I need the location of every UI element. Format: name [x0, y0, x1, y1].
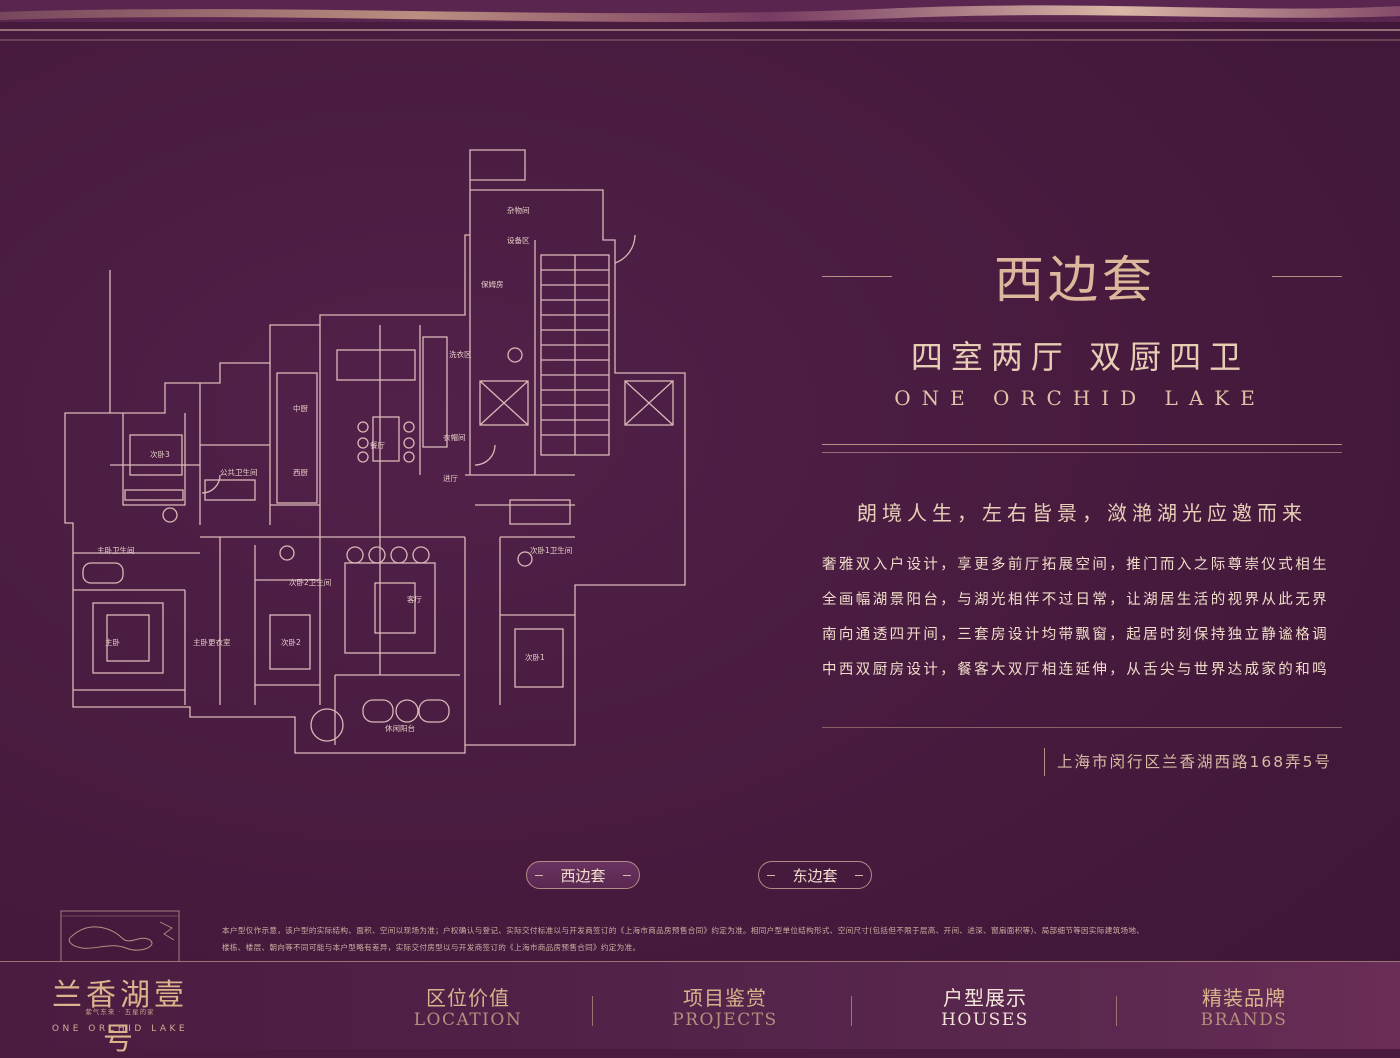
room-label-bedroom1: 次卧1 — [525, 652, 545, 662]
room-label-balcony: 休闲阳台 — [385, 723, 415, 733]
east-unit-button[interactable]: 东边套 — [758, 861, 872, 889]
plan-outline — [64, 149, 686, 754]
top-wave-decoration — [0, 0, 1400, 41]
floor-plan: 杂物间 设备区 保姆房 洗衣区 中厨 餐厅 衣帽间 西厨 进厅 次卧3 公共卫生… — [64, 149, 686, 754]
lake-logo-icon — [60, 910, 180, 964]
nav-location-cn: 区位价值 — [426, 986, 510, 1010]
nav-houses[interactable]: 户型展示 HOUSES — [905, 982, 1065, 1030]
room-label-dining: 餐厅 — [370, 441, 385, 450]
description-line: 全画幅湖景阳台，与湖光相伴不过日常，让湖居生活的视界从此无界 — [822, 592, 1329, 608]
room-label-western-kitchen: 西厨 — [293, 468, 308, 477]
room-label-master-bedroom: 主卧 — [105, 637, 120, 647]
pill-dash — [535, 874, 543, 876]
brand-english: ONE ORCHID LAKE — [894, 386, 1266, 410]
divider-bottom — [822, 727, 1342, 728]
nav-houses-cn: 户型展示 — [943, 986, 1027, 1010]
bottom-line — [0, 961, 1400, 962]
west-unit-button[interactable]: 西边套 — [526, 861, 640, 889]
nav-houses-en: HOUSES — [941, 1010, 1029, 1030]
east-unit-label: 东边套 — [792, 866, 838, 885]
room-label-bedroom3: 次卧3 — [150, 449, 170, 459]
room-label-bedroom1-bath: 次卧1卫生间 — [530, 545, 572, 555]
pill-dash — [622, 874, 631, 876]
unit-description: 奢雅双入户设计，享更多前厅拓展空间，推门而入之际尊崇仪式相生 全画幅湖景阳台，与… — [822, 550, 1342, 690]
description-line: 南向通透四开间，三套房设计均带飘窗，起居时刻保持独立静谧格调 — [822, 627, 1329, 643]
bottom-nav-bar — [0, 961, 1400, 1049]
nav-projects-en: PROJECTS — [672, 1010, 778, 1030]
description-line: 奢雅双入户设计，享更多前厅拓展空间，推门而入之际尊崇仪式相生 — [822, 557, 1329, 573]
west-unit-label: 西边套 — [560, 866, 606, 885]
room-label-master-bath: 主卧卫生间 — [97, 545, 135, 555]
room-label-public-bath: 公共卫生间 — [220, 467, 258, 477]
pill-dash — [854, 874, 863, 876]
room-label-nanny: 保姆房 — [481, 279, 504, 289]
room-label-laundry: 洗衣区 — [449, 349, 472, 359]
room-label-foyer: 进厅 — [443, 474, 458, 483]
disclaimer: 本户型仅作示意，该户型的实际结构、面积、空间以现场为准；户权确认与登记、实际交付… — [222, 922, 1342, 956]
room-label-equipment: 设备区 — [507, 235, 530, 245]
disclaimer-line: 本户型仅作示意，该户型的实际结构、面积、空间以现场为准；户权确认与登记、实际交付… — [222, 926, 1145, 935]
divider-top — [822, 444, 1342, 445]
room-label-chinese-kitchen: 中厨 — [293, 403, 308, 413]
nav-separator — [1116, 996, 1117, 1026]
nav-location-en: LOCATION — [413, 1010, 523, 1030]
divider-top-thin — [822, 452, 1342, 453]
nav-projects[interactable]: 项目鉴赏 PROJECTS — [645, 982, 805, 1030]
address: 上海市闵行区兰香湖西路168弄5号 — [1044, 748, 1332, 776]
nav-brands[interactable]: 精装品牌 BRANDS — [1164, 982, 1324, 1030]
room-label-master-closet: 主卧更衣室 — [193, 637, 231, 647]
description-line: 中西双厨房设计，餐客大双厅相连延伸，从舌尖与世界达成家的和鸣 — [822, 662, 1329, 678]
nav-location[interactable]: 区位价值 LOCATION — [388, 982, 548, 1030]
logo-english: ONE ORCHID LAKE — [51, 1024, 189, 1034]
room-label-cloakroom: 衣帽间 — [443, 432, 466, 442]
nav-separator — [851, 996, 852, 1026]
logo-slogan: 紫气东来 · 五星的家 — [85, 1008, 155, 1016]
disclaimer-line: 楼栋、楼层、朝向等不同可能与本户型略有差异，实际交付房型以与开发商签订的《上海市… — [222, 943, 641, 952]
unit-layout: 四室两厅 双厨四卫 — [910, 338, 1250, 376]
room-label-living: 客厅 — [407, 594, 422, 604]
room-label-bedroom2-bath: 次卧2卫生间 — [289, 577, 331, 587]
nav-brands-cn: 精装品牌 — [1202, 986, 1286, 1010]
title-rule-left — [822, 276, 892, 277]
nav-brands-en: BRANDS — [1200, 1010, 1288, 1030]
unit-title: 西边套 — [994, 251, 1156, 309]
title-rule-right — [1272, 276, 1342, 277]
unit-tagline: 朗境人生，左右皆景，潋滟湖光应邀而来 — [857, 501, 1307, 525]
pill-dash — [767, 874, 775, 876]
room-label-bedroom2: 次卧2 — [281, 637, 301, 647]
nav-separator — [592, 996, 593, 1026]
nav-projects-cn: 项目鉴赏 — [683, 986, 767, 1010]
room-label-storage: 杂物间 — [507, 205, 530, 215]
